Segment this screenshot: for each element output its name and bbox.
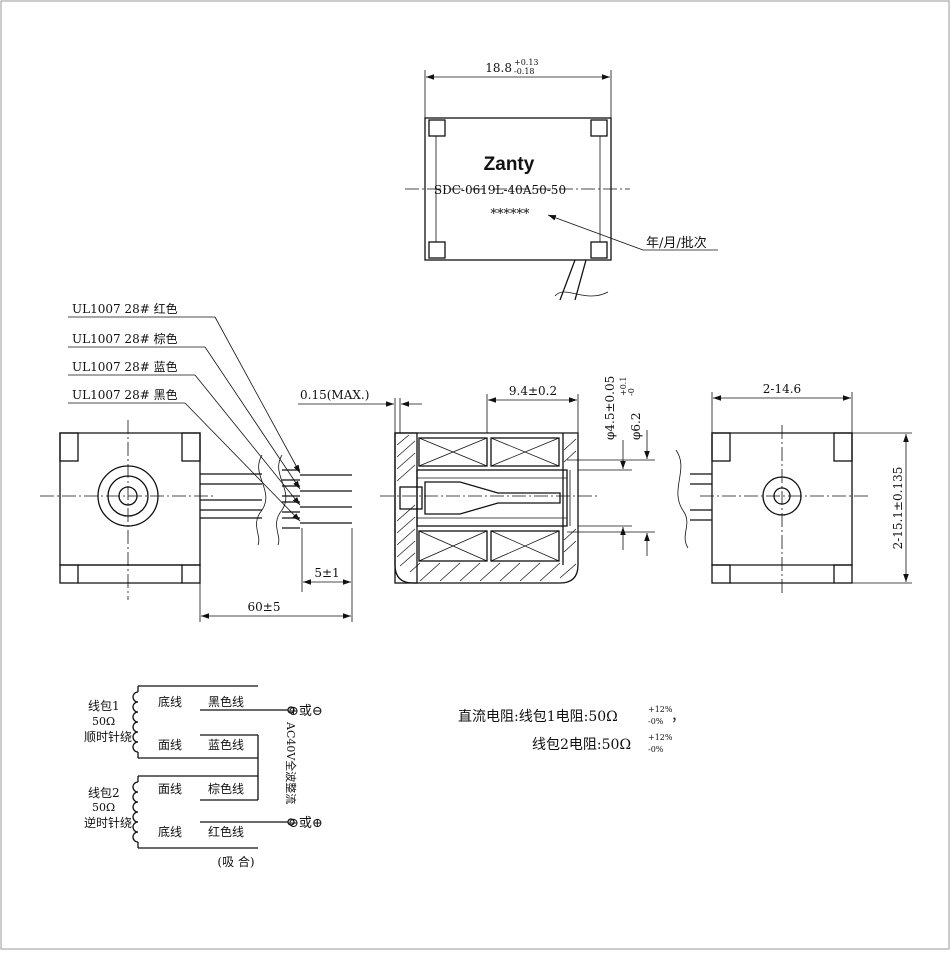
terminal-bottom: ⊖或⊕ [288, 816, 323, 831]
wire-label-black: UL1007 28# 黑色 [72, 388, 178, 402]
coil1-direction: 顺时针绕 [84, 729, 132, 744]
strip-length-dim: 5±1 [314, 566, 339, 580]
top-view: 18.8 +0.13 -0.18 Zanty SDC-0619L-40A50-5… [405, 58, 718, 301]
coil2-bottom-wire: 底线 [158, 824, 182, 839]
resistance-comma: ， [671, 709, 685, 725]
coil-length-dim: 9.4±0.2 [509, 384, 557, 398]
red-wire-label: 红色线 [208, 824, 244, 839]
inner-diameter-dim: φ4.5±0.05 [603, 376, 617, 440]
coil1-name: 线包1 [88, 699, 120, 713]
side-height-dim: 2-15.1±0.135 [891, 467, 905, 550]
wire-label-red: UL1007 28# 红色 [72, 301, 178, 316]
side-view: 2-14.6 2-15.1±0.135 [675, 382, 912, 595]
coil1-bottom-wire: 底线 [158, 694, 182, 709]
section-view: 0.15(MAX.) 9.4±0.2 φ4.5±0.05 φ6.2 +0.1 -… [298, 376, 655, 584]
wiring-caption: (吸 合) [217, 854, 254, 869]
outer-diameter-dim: φ6.2 [629, 413, 643, 441]
gap-dim: 0.15(MAX.) [300, 388, 369, 402]
black-wire-label: 黑色线 [208, 695, 244, 709]
date-batch-label: 年/月/批次 [646, 235, 707, 251]
brown-wire-label: 棕色线 [208, 781, 244, 796]
terminal-top: ⊕或⊖ [288, 704, 323, 719]
outer-diameter-tol-lower: -0 [627, 388, 636, 396]
coil1-symbol [132, 691, 139, 753]
resistance-line1: 直流电阻:线包1电阻:50Ω [458, 708, 618, 725]
brand-logo: Zanty [484, 154, 535, 175]
model-number: SDC-0619L-40A50-50 [434, 183, 566, 197]
top-width-tol-lower: -0.18 [514, 67, 535, 76]
coil1-resistance: 50Ω [92, 715, 115, 728]
side-width-dim: 2-14.6 [763, 382, 801, 396]
outer-diameter-tol-upper: +0.1 [619, 377, 628, 396]
coil1-top-wire: 面线 [158, 738, 182, 752]
top-width-tol-upper: +0.13 [514, 58, 539, 67]
coil2-direction: 逆时针绕 [84, 815, 132, 830]
top-width-dim: 18.8 [485, 61, 512, 75]
lead-length-dim: 60±5 [248, 600, 281, 614]
resistance-line1-tol-lower: -0% [648, 717, 664, 726]
resistance-line1-tol-upper: +12% [648, 705, 673, 714]
resistance-line2-tol-upper: +12% [648, 733, 673, 742]
coil2-resistance: 50Ω [92, 801, 115, 814]
wire-label-brown: UL1007 28# 棕色 [72, 331, 178, 346]
front-view: UL1007 28# 红色 UL1007 28# 棕色 UL1007 28# 蓝… [40, 301, 353, 622]
resistance-line2-tol-lower: -0% [648, 745, 664, 754]
batch-stars: ****** [491, 207, 531, 222]
supply-voltage: AC40V全波整流 [284, 721, 298, 804]
blue-wire-label: 蓝色线 [208, 738, 244, 752]
resistance-line2: 线包2电阻:50Ω [532, 737, 631, 753]
resistance-note: 直流电阻:线包1电阻:50Ω +12% -0% ， 线包2电阻:50Ω +12%… [458, 705, 685, 754]
coil2-symbol [132, 781, 139, 843]
coil2-name: 线包2 [88, 786, 120, 800]
coil2-top-wire: 面线 [158, 782, 182, 796]
wiring-diagram: 线包1 50Ω 顺时针绕 线包2 50Ω 逆时针绕 底线 面线 面线 底线 黑色… [84, 685, 323, 869]
wire-label-blue: UL1007 28# 蓝色 [72, 360, 178, 374]
